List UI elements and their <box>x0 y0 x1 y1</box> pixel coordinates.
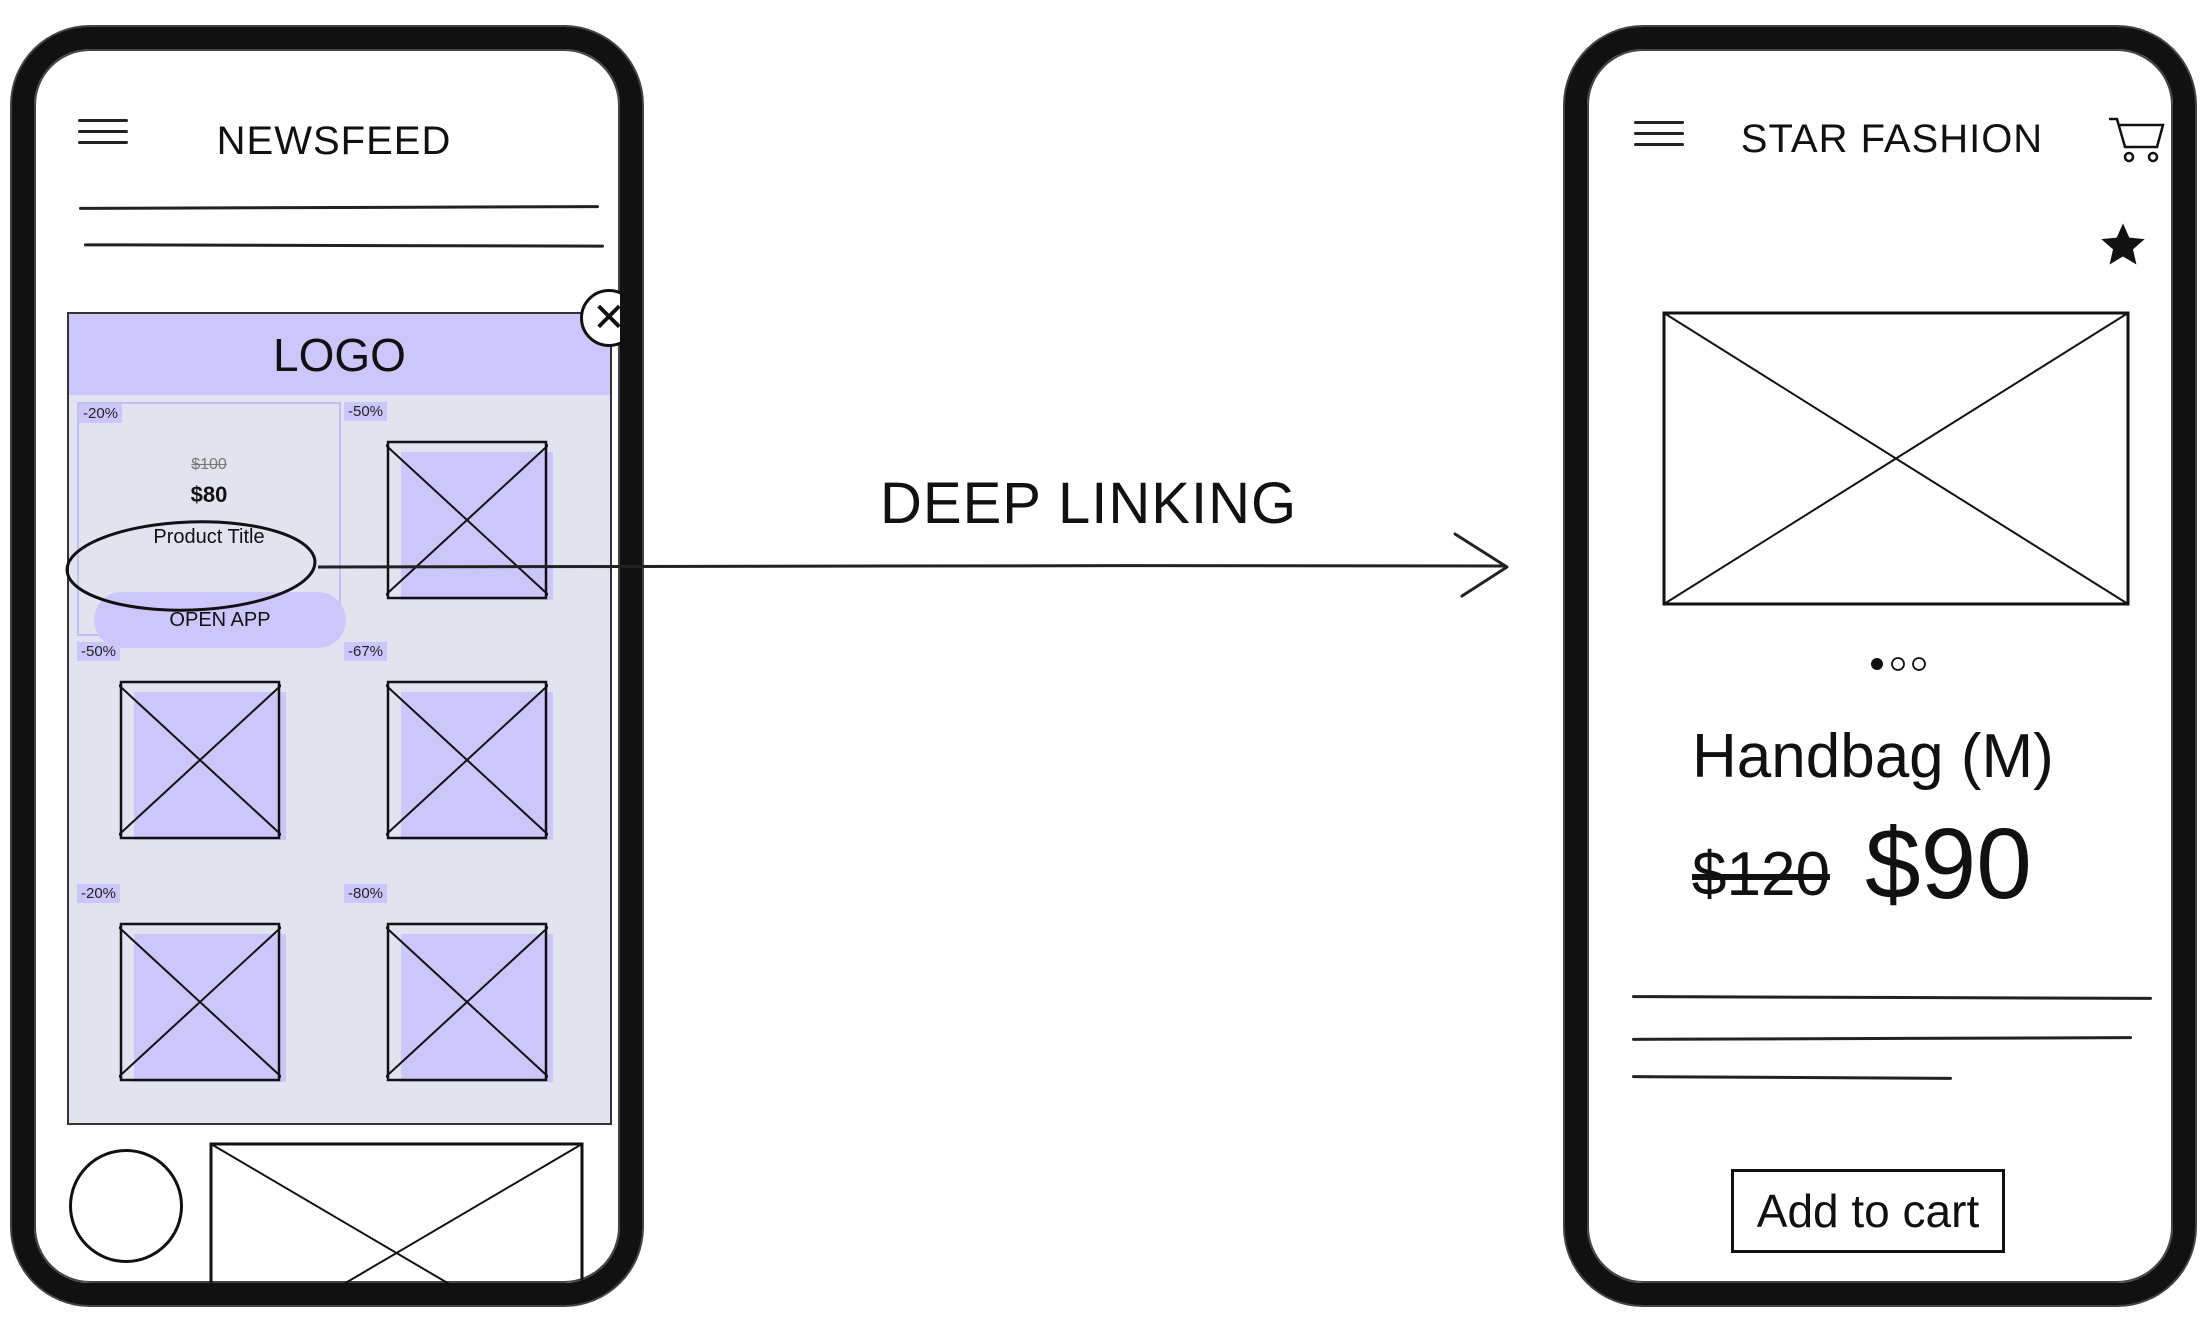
cart-icon[interactable] <box>2107 115 2167 165</box>
phone-right: STAR FASHION Handbag (M) $120 $90 Add to… <box>1565 27 2195 1305</box>
new-price: $80 <box>190 482 228 507</box>
description-line <box>1631 1036 2133 1041</box>
product-tile[interactable]: -80% <box>344 884 553 1082</box>
hamburger-icon[interactable] <box>78 119 128 152</box>
star-icon[interactable] <box>2097 219 2149 271</box>
product-tile[interactable]: -50% <box>344 402 553 600</box>
discount-badge: -80% <box>344 884 388 903</box>
old-price: $100 <box>191 456 227 473</box>
product-title: Product Title <box>153 526 265 548</box>
product-name: Handbag (M) <box>1692 722 2054 791</box>
old-price: $120 <box>1692 840 1830 909</box>
product-tile[interactable]: -67% <box>344 642 553 840</box>
discount-badge: -50% <box>344 402 388 421</box>
hamburger-icon[interactable] <box>1634 121 1684 154</box>
add-to-cart-button[interactable]: Add to cart <box>1731 1169 2005 1253</box>
product-tile[interactable]: -20% <box>77 884 286 1082</box>
discount-badge: -20% <box>79 404 123 423</box>
newsfeed-title: NEWSFEED <box>216 119 452 163</box>
phone-left: NEWSFEED LOGO -20% $100 $80 Product Titl… <box>12 27 642 1305</box>
product-tile[interactable]: -50% <box>77 642 286 840</box>
image-placeholder-icon <box>1662 311 2130 606</box>
image-placeholder-icon <box>386 922 548 1082</box>
deep-linking-label: DEEP LINKING <box>880 471 1298 536</box>
open-app-button[interactable]: OPEN APP <box>94 592 346 648</box>
image-placeholder-icon <box>386 680 548 840</box>
image-placeholder-icon <box>386 440 548 600</box>
ad-popup: LOGO -20% $100 $80 Product Title -50% -5… <box>67 312 612 1125</box>
description-line <box>1631 1075 1953 1080</box>
discount-badge: -50% <box>77 642 121 661</box>
close-icon[interactable]: ✕ <box>580 289 620 347</box>
image-placeholder-icon <box>119 922 281 1082</box>
store-title: STAR FASHION <box>1740 117 2044 161</box>
feed-avatar <box>69 1149 183 1263</box>
popup-logo: LOGO <box>69 314 610 395</box>
image-placeholder-icon <box>209 1142 584 1283</box>
discount-badge: -20% <box>77 884 121 903</box>
image-placeholder-icon <box>119 680 281 840</box>
new-price: $90 <box>1865 808 2032 920</box>
description-line <box>1631 995 2153 1000</box>
carousel-dots[interactable] <box>1869 656 1929 672</box>
discount-badge: -67% <box>344 642 388 661</box>
